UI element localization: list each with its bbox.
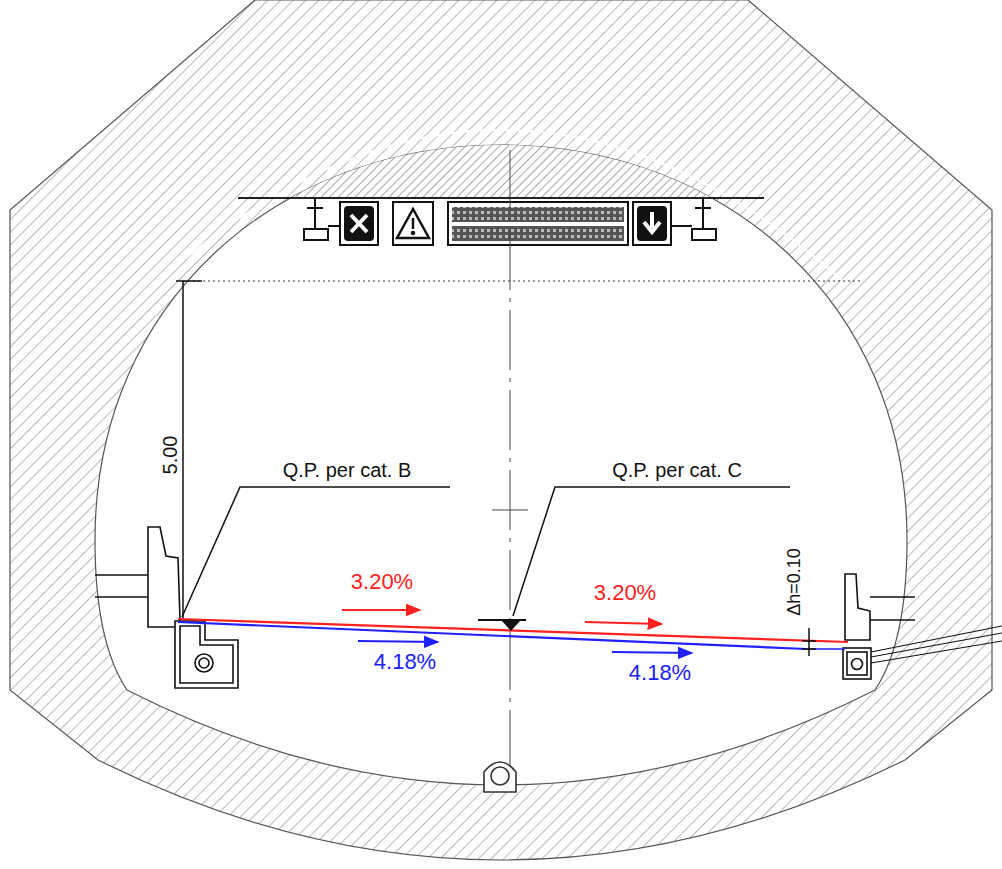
dimension-label: Δh=0.10 <box>785 548 803 616</box>
leader-line <box>513 487 790 616</box>
slope-arrow <box>612 652 692 653</box>
center-tick <box>492 510 528 511</box>
delta-dimension <box>808 628 810 656</box>
delta-tick <box>802 648 816 650</box>
slope-label: 4.18% <box>374 651 436 673</box>
tunnel-lining <box>10 0 992 860</box>
collector-pipe <box>484 762 516 792</box>
profile-cat-c <box>178 619 848 642</box>
slope-arrow <box>358 641 438 642</box>
false-ceiling <box>90 140 910 198</box>
slope-label: 3.20% <box>594 582 656 604</box>
leader-line <box>182 487 450 617</box>
slope-label: 3.20% <box>351 571 413 593</box>
delta-tick <box>802 640 816 642</box>
slope-arrow <box>342 609 420 611</box>
clearance-line <box>183 281 862 282</box>
dimension-line <box>182 281 184 618</box>
level-triangle <box>502 621 520 631</box>
left-kerb <box>95 527 238 688</box>
level-label: Q.P. per cat. C <box>612 460 742 480</box>
ceiling-line <box>238 197 764 199</box>
level-mark <box>478 619 526 621</box>
center-line <box>510 150 511 790</box>
dimension-label: 5.00 <box>160 436 180 475</box>
right-kerb <box>843 574 1002 679</box>
slope-label: 4.18% <box>629 662 691 684</box>
profile-cat-b <box>178 622 806 649</box>
level-label: Q.P. per cat. B <box>283 460 412 480</box>
dimension-tick <box>176 280 202 282</box>
slope-arrow <box>585 622 662 624</box>
